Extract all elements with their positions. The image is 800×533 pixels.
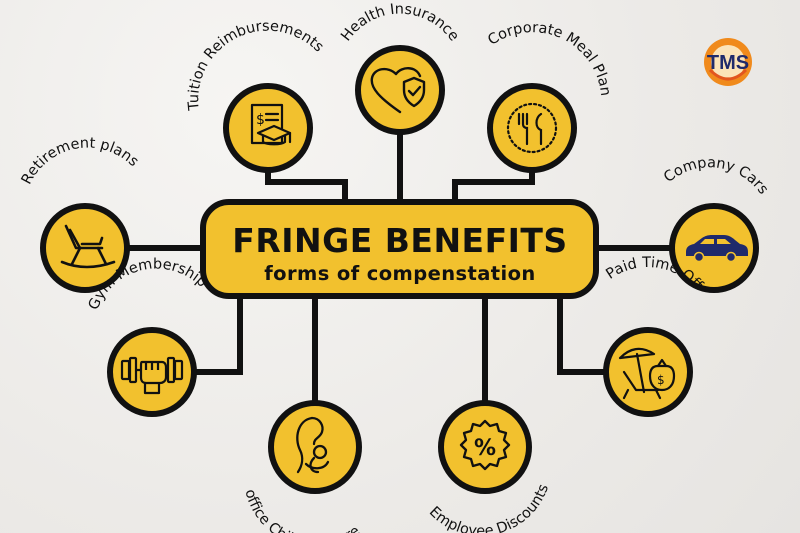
center-title: FRINGE BENEFITS [232, 221, 567, 260]
svg-text:$: $ [256, 112, 265, 128]
benefit-label-health-insurance: Health Insurance [338, 2, 462, 45]
benefit-label-corporate-meal-plan: Corporate Meal Plan [485, 20, 613, 97]
svg-text:Company Cars: Company Cars [661, 155, 771, 197]
svg-text:Retirement plans: Retirement plans [19, 135, 142, 187]
connector-lines [125, 127, 675, 403]
rocking-chair-icon [60, 224, 116, 269]
benefit-paid-time-off: $ Paid Time Off [603, 255, 706, 417]
connector-tuition [265, 167, 348, 215]
benefit-label-office-child-daycare: office Child Daycare [241, 488, 363, 533]
connector-gym [179, 287, 243, 375]
benefit-corporate-meal-plan: Corporate Meal Plan [485, 20, 613, 173]
connector-meal [452, 167, 535, 215]
svg-text:%: % [474, 436, 496, 461]
benefit-tuition-reimbursements: $ Tuition Reimbursements [186, 19, 326, 173]
center-box: FRINGE BENEFITS forms of compenstation [200, 199, 599, 299]
mother-child-icon [296, 416, 330, 474]
benefit-label-retirement-plans: Retirement plans [19, 135, 142, 187]
benefit-employee-discounts: % Employee Discounts [426, 400, 552, 533]
benefit-label-company-cars: Company Cars [661, 155, 771, 197]
benefit-health-insurance: Health Insurance [338, 2, 462, 135]
svg-text:Corporate Meal Plan: Corporate Meal Plan [485, 20, 613, 97]
benefit-gym-membership: Gym Membership [86, 256, 210, 417]
dumbbell-fist-icon [120, 356, 184, 395]
benefit-office-child-daycare: office Child Daycare [241, 400, 363, 533]
center-subtitle: forms of compenstation [264, 262, 535, 285]
car-icon [686, 235, 748, 263]
svg-text:Health Insurance: Health Insurance [338, 2, 462, 45]
logo-text: TMS [707, 52, 749, 74]
svg-text:office Child Daycare: office Child Daycare [241, 488, 363, 533]
beach-chair-money-icon: $ [618, 347, 676, 400]
connector-pto [557, 287, 621, 375]
plate-fork-knife-icon [506, 102, 558, 154]
graduation-document-icon: $ [250, 103, 292, 146]
percent-badge-icon: % [459, 419, 511, 471]
svg-text:$: $ [657, 373, 665, 387]
heart-shield-icon [370, 67, 426, 114]
tms-logo: TMS [704, 38, 752, 86]
